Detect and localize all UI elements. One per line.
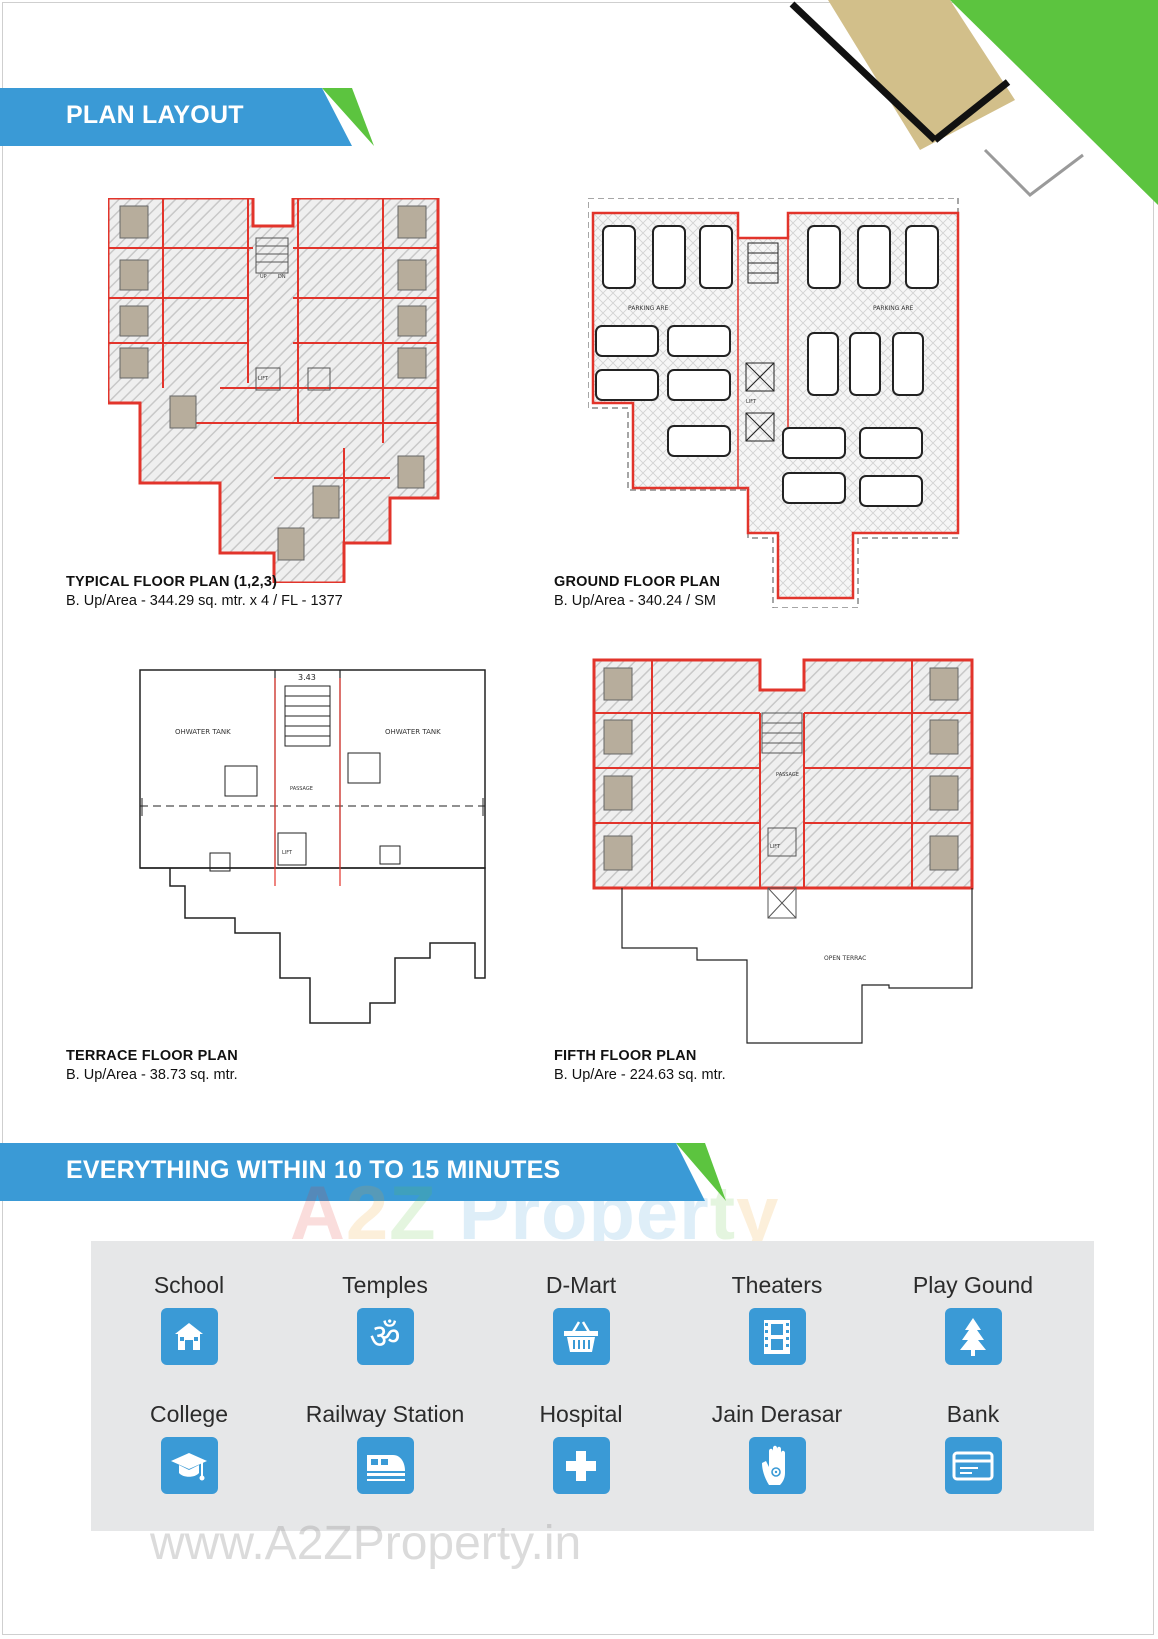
amenity-hospital: Hospital bbox=[486, 1399, 676, 1494]
film-icon bbox=[748, 1308, 806, 1365]
fifth-floor-caption: FIFTH FLOOR PLAN B. Up/Are - 224.63 sq. … bbox=[554, 1048, 726, 1083]
train-icon bbox=[356, 1437, 414, 1494]
svg-text:LIFT: LIFT bbox=[282, 850, 293, 856]
typical-floor-plan-drawing: UP DN LIFT bbox=[108, 198, 440, 583]
amenity-bank: Bank bbox=[878, 1399, 1068, 1494]
svg-text:LIFT: LIFT bbox=[258, 376, 269, 382]
svg-text:LIFT: LIFT bbox=[770, 844, 781, 850]
amenity-jain-derasar: Jain Derasar bbox=[682, 1399, 872, 1494]
amenity-play-ground: Play Gound bbox=[878, 1270, 1068, 1365]
svg-text:OHWATER TANK: OHWATER TANK bbox=[175, 728, 231, 736]
basket-icon bbox=[552, 1308, 610, 1365]
jain-hand-icon bbox=[748, 1437, 806, 1494]
plan-layout-banner: PLAN LAYOUT bbox=[0, 88, 380, 146]
svg-text:PASSAGE: PASSAGE bbox=[290, 786, 313, 792]
cross-icon bbox=[552, 1437, 610, 1494]
graduation-cap-icon bbox=[160, 1437, 218, 1494]
terrace-floor-plan-drawing: OHWATER TANK OHWATER TANK 3.43 PASSAGE L… bbox=[139, 669, 486, 1024]
school-icon bbox=[160, 1308, 218, 1365]
svg-text:LIFT: LIFT bbox=[746, 399, 757, 405]
svg-text:DN: DN bbox=[278, 274, 286, 280]
typical-floor-caption: TYPICAL FLOOR PLAN (1,2,3) B. Up/Area - … bbox=[66, 574, 343, 609]
amenities-banner: EVERYTHING WITHIN 10 TO 15 MINUTES bbox=[0, 1143, 730, 1201]
ground-floor-plan-drawing: PARKING ARE PARKING ARE LIFT bbox=[588, 198, 960, 608]
section-title: PLAN LAYOUT bbox=[66, 101, 244, 129]
card-icon bbox=[944, 1437, 1002, 1494]
svg-text:PASSAGE: PASSAGE bbox=[776, 772, 799, 778]
svg-text:3.43: 3.43 bbox=[298, 673, 316, 682]
section-title: EVERYTHING WITHIN 10 TO 15 MINUTES bbox=[66, 1156, 561, 1184]
amenity-theaters: Theaters bbox=[682, 1270, 872, 1365]
fifth-floor-plan-drawing: OPEN TERRAC LIFT PASSAGE bbox=[592, 658, 974, 1044]
om-icon: ॐ bbox=[356, 1308, 414, 1365]
amenity-college: College bbox=[94, 1399, 284, 1494]
terrace-floor-caption: TERRACE FLOOR PLAN B. Up/Area - 38.73 sq… bbox=[66, 1048, 238, 1083]
svg-text:OHWATER TANK: OHWATER TANK bbox=[385, 728, 441, 736]
amenity-railway-station: Railway Station bbox=[290, 1399, 480, 1494]
amenity-temples: Temples ॐ bbox=[290, 1270, 480, 1365]
svg-text:OPEN TERRAC: OPEN TERRAC bbox=[824, 955, 866, 962]
ground-floor-caption: GROUND FLOOR PLAN B. Up/Area - 340.24 / … bbox=[554, 574, 721, 609]
svg-text:PARKING ARE: PARKING ARE bbox=[628, 305, 669, 312]
amenity-school: School bbox=[94, 1270, 284, 1365]
svg-text:PARKING ARE: PARKING ARE bbox=[873, 305, 914, 312]
watermark-url: www.A2ZProperty.in bbox=[150, 1517, 582, 1570]
tree-icon bbox=[944, 1308, 1002, 1365]
corner-decoration bbox=[789, 0, 1158, 205]
amenity-dmart: D-Mart bbox=[486, 1270, 676, 1365]
svg-text:UP: UP bbox=[260, 274, 267, 280]
